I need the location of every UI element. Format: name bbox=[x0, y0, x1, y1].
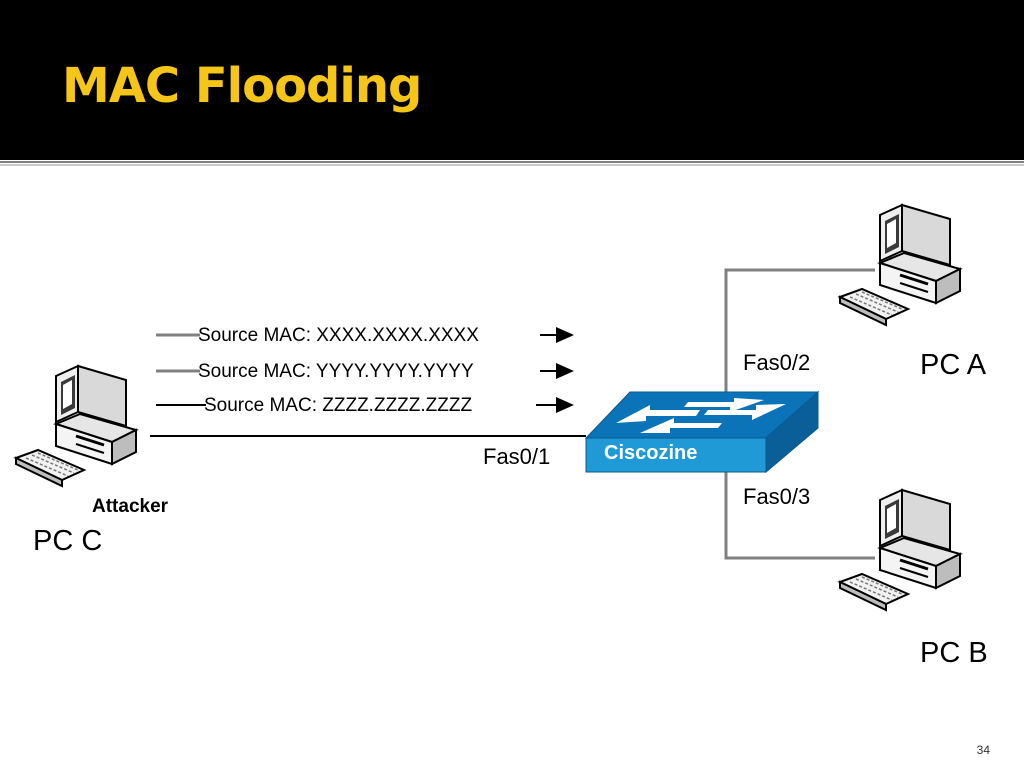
switch-arrows-icon bbox=[616, 398, 786, 433]
link-switch-pc-b bbox=[724, 470, 875, 560]
pc-b-label: PC B bbox=[920, 637, 988, 669]
title-divider bbox=[0, 161, 1024, 163]
pc-b: PC B bbox=[838, 488, 988, 669]
flood-frame-1: Source MAC: XXXX.XXXX.XXXX bbox=[156, 325, 574, 346]
flood-frame-3: Source MAC: ZZZZ.ZZZZ.ZZZZ bbox=[156, 395, 574, 416]
switch-label: Ciscozine bbox=[604, 442, 697, 464]
title-divider-shadow bbox=[0, 164, 1024, 166]
attacker-label: Attacker bbox=[92, 496, 169, 517]
computer-icon bbox=[14, 364, 138, 488]
flood-frame-2: Source MAC: YYYY.YYYY.YYYY bbox=[156, 361, 574, 382]
port-label-fas0-2: Fas0/2 bbox=[743, 350, 810, 375]
computer-icon bbox=[838, 488, 962, 612]
pc-c: Attacker PC C bbox=[14, 364, 169, 557]
pc-c-label: PC C bbox=[33, 525, 102, 557]
pc-a: PC A bbox=[838, 203, 987, 381]
port-label-fas0-3: Fas0/3 bbox=[743, 484, 810, 509]
slide-title: MAC Flooding bbox=[62, 58, 422, 114]
frame-label-1: Source MAC: XXXX.XXXX.XXXX bbox=[198, 325, 479, 346]
port-label-fas0-1: Fas0/1 bbox=[483, 444, 550, 469]
frame-label-3: Source MAC: ZZZZ.ZZZZ.ZZZZ bbox=[204, 395, 472, 416]
page-number: 34 bbox=[976, 743, 990, 757]
link-switch-pc-a bbox=[724, 268, 875, 392]
computer-icon bbox=[838, 203, 962, 327]
switch: Ciscozine bbox=[584, 390, 820, 474]
pc-a-label: PC A bbox=[920, 349, 987, 381]
frame-label-2: Source MAC: YYYY.YYYY.YYYY bbox=[198, 361, 474, 382]
title-bar: MAC Flooding bbox=[0, 0, 1024, 160]
